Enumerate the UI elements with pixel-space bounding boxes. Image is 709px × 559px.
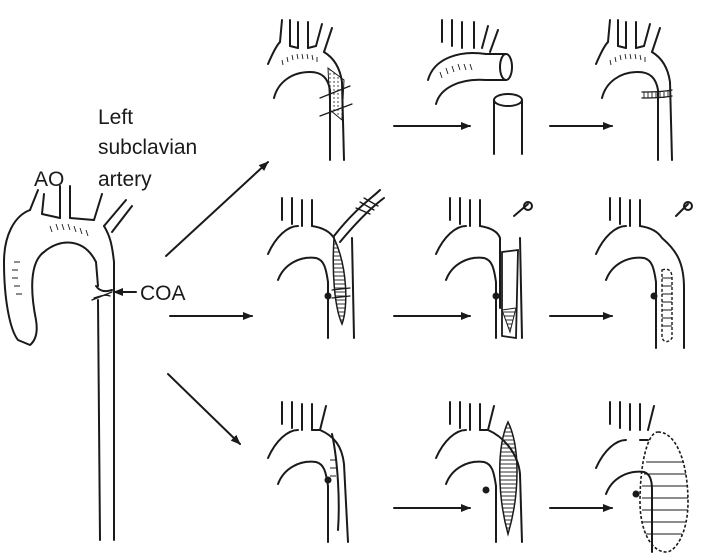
- left-subclavian-label-line2: subclavian: [98, 136, 197, 159]
- left-subclavian-label-line1: Left: [98, 106, 133, 129]
- bottom-row-step1: [267, 401, 349, 543]
- top-row-step3: [595, 19, 673, 161]
- coa-label: COA: [140, 282, 186, 305]
- middle-row-step3: [595, 197, 693, 349]
- main-aorta-drawing: [3, 185, 133, 541]
- bottom-row-step2: [435, 401, 523, 543]
- left-subclavian-label-line3: artery: [98, 168, 152, 191]
- arrow-to-top-row: [165, 161, 269, 257]
- top-row-step1: [267, 19, 353, 161]
- middle-row-step2: [435, 197, 533, 340]
- ao-label: AO: [34, 168, 64, 191]
- middle-row-step1: [267, 189, 385, 339]
- bottom-row-step3: [595, 401, 689, 553]
- arrow-to-bottom-row: [167, 373, 241, 445]
- top-row-step2: [427, 19, 523, 155]
